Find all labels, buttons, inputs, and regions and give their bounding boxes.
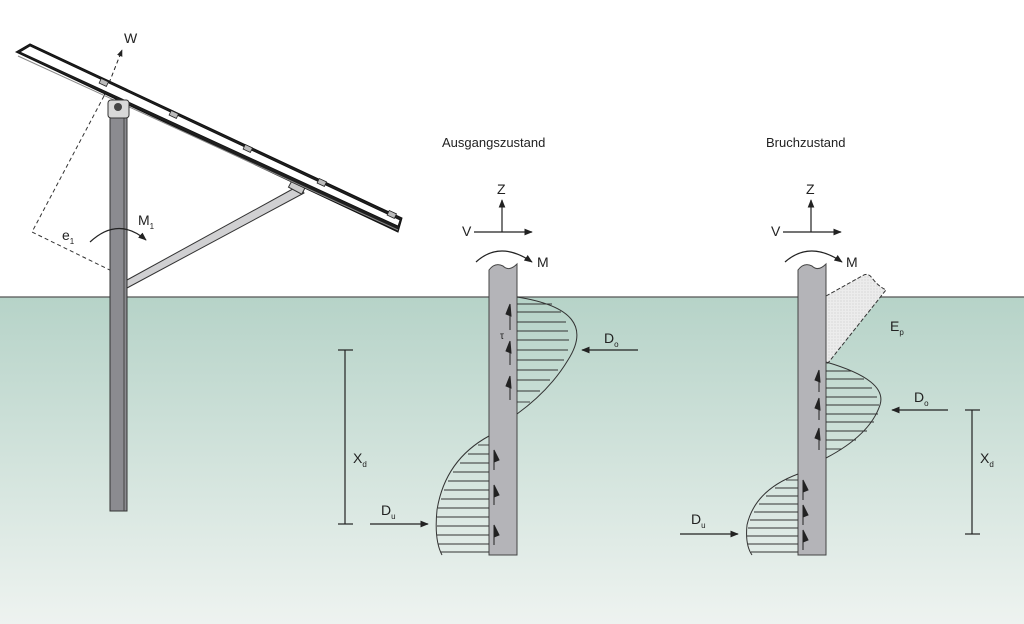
wind-label: W — [124, 30, 138, 46]
force-do-sub: o — [924, 399, 929, 408]
depth-dimension — [965, 409, 980, 535]
pressure-hatching-upper — [826, 370, 879, 450]
solar-mount-structure: W M1 e1 — [14, 30, 403, 512]
moment-arrow — [475, 250, 533, 263]
moment-m1-arrow — [89, 227, 147, 243]
depth-label: X — [353, 450, 363, 466]
svg-text:Do: Do — [604, 330, 619, 349]
svg-text:Do: Do — [914, 389, 929, 408]
panel-initial-title: Ausgangszustand — [442, 135, 545, 150]
svg-text:Du: Du — [381, 502, 396, 521]
force-do-sub: o — [614, 340, 619, 349]
pressure-hatching-lower — [437, 444, 489, 553]
force-du-sub: u — [391, 512, 395, 521]
pressure-bulb-upper — [825, 361, 882, 459]
axis-v-label: V — [771, 223, 781, 239]
shear-arrows — [493, 303, 512, 545]
earth-pressure-sub: p — [899, 328, 904, 337]
moment-label: M — [846, 254, 858, 270]
axis-v-label: V — [462, 223, 472, 239]
earth-pressure-label: E — [890, 318, 899, 334]
pressure-hatching-upper — [517, 303, 569, 403]
shear-arrows — [802, 369, 821, 550]
pile — [488, 262, 518, 556]
moment-m1-sub: 1 — [150, 222, 155, 231]
moment-m1-label: M — [138, 212, 150, 228]
svg-text:e1: e1 — [62, 227, 75, 246]
force-do-label: D — [604, 330, 614, 346]
force-du-label: D — [381, 502, 391, 518]
eccentricity-label: e — [62, 227, 70, 243]
eccentricity-dashed-line — [31, 95, 119, 275]
moment-label: M — [537, 254, 549, 270]
depth-sub: d — [362, 460, 366, 469]
axis-z-label: Z — [806, 181, 815, 197]
panel-failure-state: Bruchzustand Z V M Ep — [680, 135, 994, 556]
depth-dimension — [338, 349, 353, 525]
diagonal-strut — [126, 184, 305, 289]
force-do-label: D — [914, 389, 924, 405]
svg-text:M1: M1 — [138, 212, 155, 231]
moment-arrow — [784, 250, 843, 263]
pressure-bulb-lower — [435, 435, 490, 556]
depth-label: X — [980, 450, 990, 466]
pressure-hatching-lower — [747, 479, 798, 553]
earth-pressure-wedge — [825, 273, 887, 364]
panel-failure-title: Bruchzustand — [766, 135, 846, 150]
tau-label: τ — [500, 331, 504, 342]
force-du-sub: u — [701, 521, 705, 530]
pile — [797, 262, 827, 556]
pressure-bulb-lower — [746, 473, 799, 556]
pressure-bulb-upper — [516, 296, 578, 415]
depth-sub: d — [989, 460, 993, 469]
eccentricity-sub: 1 — [70, 237, 75, 246]
panel-initial-state: Ausgangszustand Z V M — [338, 135, 638, 556]
axis-z-label: Z — [497, 181, 506, 197]
svg-text:Xd: Xd — [980, 450, 994, 469]
svg-text:Ep: Ep — [890, 318, 904, 337]
svg-text:Du: Du — [691, 511, 706, 530]
force-du-label: D — [691, 511, 701, 527]
svg-text:Xd: Xd — [353, 450, 367, 469]
